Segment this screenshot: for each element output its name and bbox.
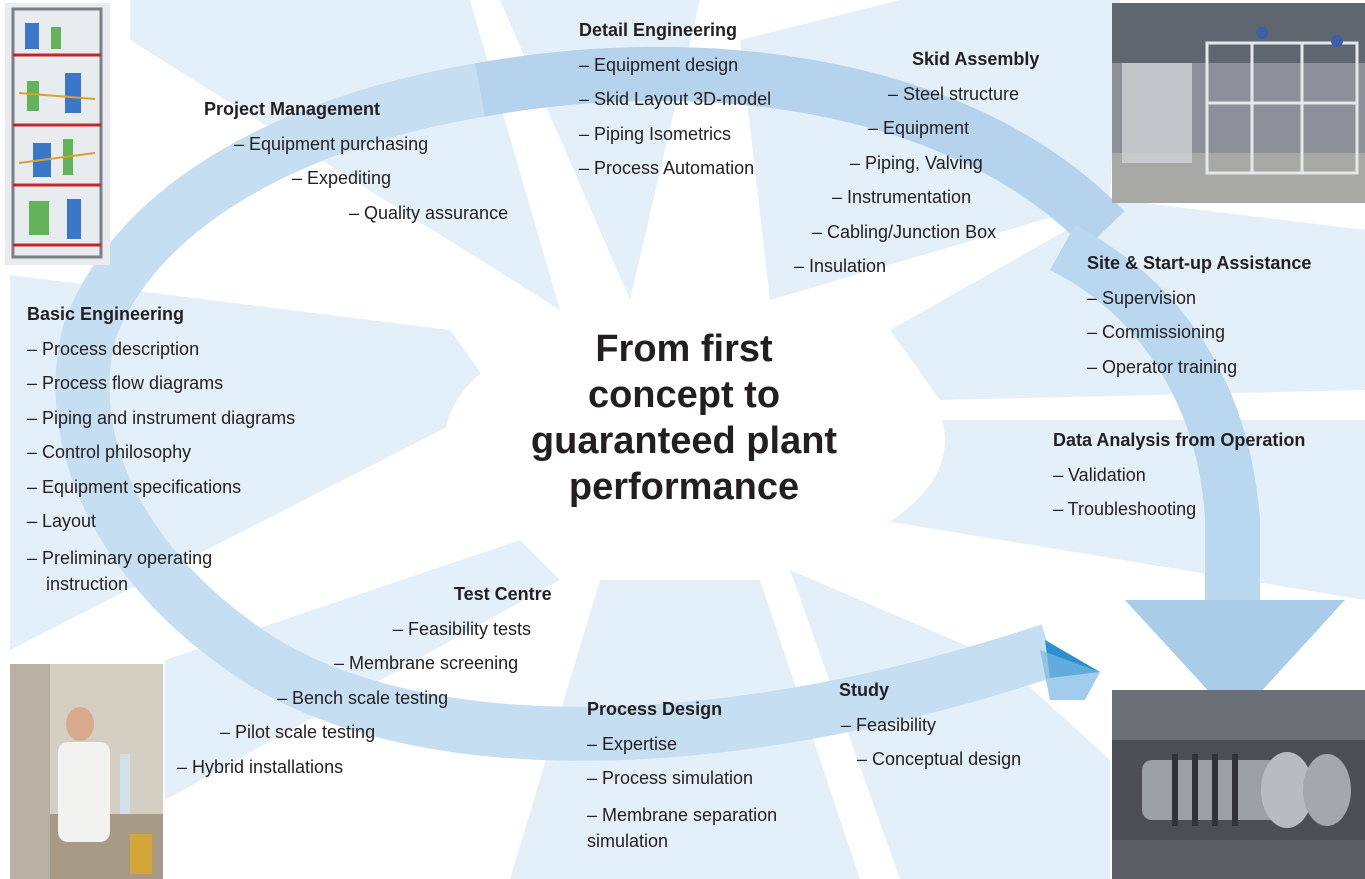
- section-title: Study: [839, 680, 890, 700]
- list-item: – Membrane separation: [587, 804, 778, 825]
- section-title: Skid Assembly: [912, 49, 1040, 69]
- list-item: – Expediting: [292, 168, 392, 188]
- section-basic-engineering: Basic Engineering – Process description …: [27, 297, 295, 597]
- list-item: – Equipment: [868, 118, 970, 138]
- section-project-management: Project Management – Equipment purchasin…: [204, 92, 508, 230]
- list-item: – Feasibility: [841, 714, 937, 735]
- center-title-line: From first: [595, 328, 773, 370]
- list-item: – Bench scale testing: [277, 687, 449, 708]
- list-item: – Pilot scale testing: [220, 722, 376, 742]
- skid-assembly-photo: [1112, 3, 1365, 203]
- list-item: – Piping and instrument diagrams: [27, 407, 296, 428]
- installed-plant-photo: [1112, 690, 1365, 879]
- list-item: – Cabling/Junction Box: [812, 221, 997, 242]
- skid-3d-model: [5, 3, 110, 265]
- list-item: – Equipment design: [579, 54, 739, 75]
- arrow-right-body: [1050, 225, 1260, 600]
- list-item: – Expertise: [587, 733, 678, 754]
- list-item: – Process description: [27, 338, 200, 359]
- section-study: Study – Feasibility – Conceptual design: [839, 673, 1021, 777]
- center-title: From first concept to guaranteed plant p…: [478, 326, 890, 510]
- list-item: – Insulation: [794, 256, 887, 276]
- ray: [165, 540, 560, 800]
- center-title-line: concept to: [587, 374, 781, 416]
- arrow-down-head: [1125, 600, 1345, 720]
- list-item: – Feasibility tests: [393, 618, 532, 639]
- list-item: – Operator training: [1087, 356, 1238, 377]
- list-item: – Commissioning: [1087, 322, 1226, 342]
- list-item: – Process Automation: [579, 158, 755, 178]
- section-title: Process Design: [587, 699, 723, 719]
- section-title: Detail Engineering: [579, 20, 738, 40]
- list-item: – Instrumentation: [832, 187, 972, 207]
- section-title: Site & Start-up Assistance: [1087, 253, 1312, 273]
- section-data-analysis: Data Analysis from Operation – Validatio…: [1053, 423, 1305, 527]
- list-item: – Preliminary operating: [27, 547, 213, 568]
- section-title: Data Analysis from Operation: [1053, 430, 1306, 450]
- list-item: – Hybrid installations: [177, 756, 344, 777]
- section-process-design: Process Design – Expertise – Process sim…: [587, 692, 777, 854]
- center-ellipse: [445, 310, 945, 570]
- list-item-continued: instruction: [46, 573, 129, 594]
- list-item: – Quality assurance: [349, 202, 509, 223]
- list-item: – Piping Isometrics: [579, 123, 732, 144]
- list-item: – Process simulation: [587, 768, 754, 788]
- section-test-centre: Test Centre – Feasibility tests – Membra…: [177, 577, 552, 784]
- list-item: – Equipment specifications: [27, 476, 242, 497]
- list-item: – Troubleshooting: [1053, 499, 1197, 519]
- section-title: Basic Engineering: [27, 304, 185, 324]
- section-skid-assembly: Skid Assembly – Steel structure – Equipm…: [794, 42, 1039, 284]
- center-title-line: performance: [568, 466, 800, 508]
- arrow-accent-tail: [1040, 650, 1100, 700]
- list-item: – Equipment purchasing: [234, 133, 429, 154]
- list-item: – Validation: [1053, 464, 1146, 485]
- list-item: – Process flow diagrams: [27, 373, 224, 393]
- cycle-band-top: [475, 46, 1125, 249]
- list-item: – Supervision: [1087, 287, 1197, 308]
- section-detail-engineering: Detail Engineering – Equipment design – …: [579, 13, 771, 186]
- list-item-continued: simulation: [587, 830, 669, 851]
- section-site-startup: Site & Start-up Assistance – Supervision…: [1087, 246, 1311, 384]
- list-item: – Steel structure: [888, 83, 1020, 104]
- list-item: – Piping, Valving: [850, 152, 983, 173]
- center-title-line: guaranteed plant: [530, 420, 838, 462]
- lab-technician-photo: [10, 664, 163, 879]
- list-item: – Membrane screening: [334, 653, 519, 673]
- ray: [790, 570, 1110, 879]
- list-item: – Control philosophy: [27, 442, 192, 462]
- section-title: Project Management: [204, 99, 381, 119]
- section-title: Test Centre: [454, 584, 552, 604]
- list-item: – Skid Layout 3D-model: [579, 89, 772, 109]
- list-item: – Layout: [27, 511, 97, 531]
- list-item: – Conceptual design: [857, 749, 1022, 769]
